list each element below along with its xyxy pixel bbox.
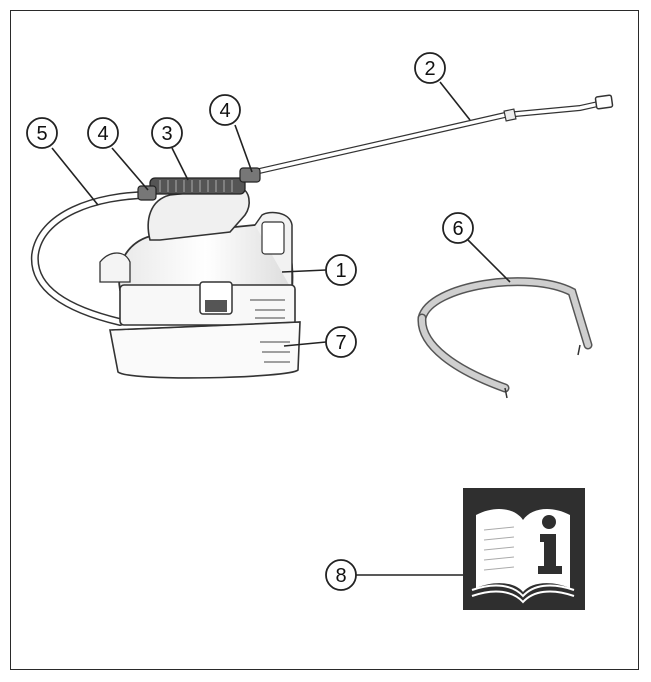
callout-4-front: 4	[209, 94, 241, 126]
callout-6: 6	[442, 212, 474, 244]
callout-5: 5	[26, 117, 58, 149]
tank	[99, 211, 296, 326]
svg-text:6: 6	[452, 218, 463, 240]
callout-1: 1	[325, 254, 357, 286]
svg-text:5: 5	[36, 123, 47, 145]
svg-text:7: 7	[335, 332, 346, 354]
shoulder-strap	[417, 277, 593, 399]
callout-2: 2	[414, 52, 446, 84]
callout-8: 8	[325, 559, 357, 591]
handle-grip	[147, 177, 250, 241]
callout-3: 3	[151, 117, 183, 149]
svg-text:1: 1	[335, 260, 346, 282]
callout-4-rear: 4	[87, 117, 119, 149]
callout-7: 7	[325, 326, 357, 358]
leader-lines	[51, 81, 511, 576]
svg-text:8: 8	[335, 565, 346, 587]
svg-text:2: 2	[424, 58, 435, 80]
battery-base	[109, 321, 301, 379]
svg-text:4: 4	[219, 100, 230, 122]
spray-lance	[252, 94, 614, 175]
connector-rear	[137, 185, 157, 201]
connector-front	[239, 167, 261, 183]
svg-text:4: 4	[97, 123, 108, 145]
read-manual-icon	[463, 488, 585, 610]
svg-text:3: 3	[161, 123, 172, 145]
